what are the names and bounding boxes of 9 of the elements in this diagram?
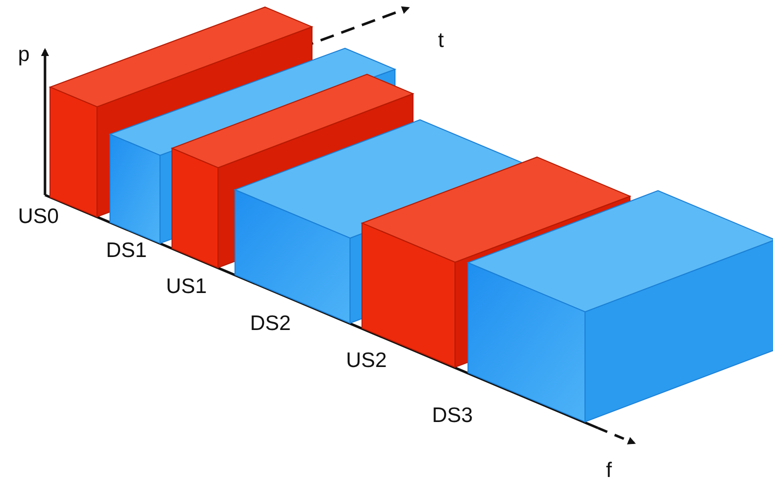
band-label: DS3 xyxy=(432,405,473,426)
band-label: DS2 xyxy=(250,313,291,334)
axis-label: f xyxy=(606,460,612,481)
band-label: DS1 xyxy=(106,240,147,261)
axis-label: p xyxy=(18,44,30,65)
axis-label: t xyxy=(438,30,444,51)
band-label: US2 xyxy=(346,350,387,371)
band-label: US0 xyxy=(18,206,59,227)
band-label: US1 xyxy=(166,276,207,297)
